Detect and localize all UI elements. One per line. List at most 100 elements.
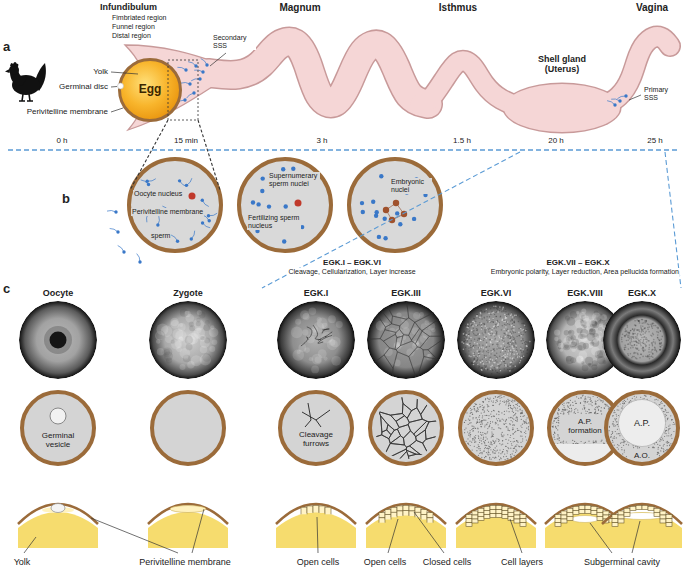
grain [489, 362, 491, 364]
grain [479, 334, 481, 336]
cell-dot [479, 453, 480, 454]
cell-dot [472, 418, 473, 419]
grain [640, 345, 642, 347]
grain [494, 367, 495, 368]
grain [487, 369, 488, 370]
grain [652, 353, 654, 355]
grain [521, 357, 523, 359]
grain [507, 321, 508, 322]
grain [495, 324, 496, 325]
grain [523, 340, 524, 341]
cell-dot [480, 424, 481, 425]
cell-dot [508, 408, 509, 409]
cell-dot [477, 419, 478, 420]
grain [474, 358, 475, 359]
cell-dot [521, 413, 522, 414]
sperm-head [201, 199, 204, 202]
grain [509, 338, 510, 339]
cell-dot [484, 433, 485, 434]
grain [630, 347, 632, 349]
sperm-nucleus [371, 200, 375, 204]
grain [493, 321, 494, 322]
cell-dot [508, 440, 509, 441]
cell-dot [489, 399, 490, 400]
cell-dot [482, 432, 483, 433]
cell-dot [490, 423, 491, 424]
cell-dot [519, 446, 520, 447]
grain [496, 333, 497, 334]
cell-dot [494, 416, 495, 417]
grain [654, 347, 656, 349]
grain [517, 356, 519, 358]
mottle [170, 320, 179, 329]
grain [473, 355, 475, 357]
cell-dot [517, 441, 518, 442]
cell-dot [480, 450, 481, 451]
grain [513, 326, 515, 328]
cell-dot [521, 446, 522, 447]
grain [467, 327, 469, 329]
grain [503, 329, 505, 331]
open-cell [313, 506, 319, 513]
cell-dot [481, 435, 482, 436]
grain [642, 346, 644, 348]
grain [481, 327, 482, 328]
grain [659, 346, 661, 348]
schematic-disc [370, 392, 442, 464]
cell-dot [515, 431, 516, 432]
grain [497, 363, 499, 365]
grain [492, 369, 493, 370]
cell-dot [485, 425, 486, 426]
cell-dot [505, 404, 506, 405]
grain [635, 325, 637, 327]
cell-dot [477, 407, 478, 408]
cell-dot [469, 423, 470, 424]
mottle [328, 315, 336, 323]
cell-dot [476, 411, 477, 412]
grain [505, 334, 506, 335]
grain [638, 321, 640, 323]
grain [513, 329, 515, 331]
grain [482, 352, 483, 353]
grain [511, 320, 512, 321]
sperm-cell [607, 101, 617, 107]
sperm-cell [191, 77, 202, 81]
cell-dot [485, 447, 486, 448]
blotch [583, 343, 589, 349]
grain [645, 331, 647, 333]
cell-dot [496, 400, 497, 401]
cell-dot [469, 420, 470, 421]
grain [482, 345, 483, 346]
cell-dot [512, 408, 513, 409]
grain [506, 321, 507, 322]
grain [489, 320, 490, 321]
grain [631, 357, 633, 359]
grain [652, 327, 654, 329]
cell-dot [491, 427, 492, 428]
grain [465, 340, 466, 341]
grain [502, 340, 503, 341]
grain [526, 346, 528, 348]
hen-beak [5, 69, 10, 73]
cell-dot [477, 421, 478, 422]
grain [631, 341, 633, 343]
cell-dot [500, 453, 501, 454]
cell-dot [484, 426, 485, 427]
closed-cell [567, 512, 573, 516]
cell-dot [472, 428, 473, 429]
grain [509, 339, 511, 341]
grain [510, 352, 512, 354]
micrograph-field [367, 301, 445, 379]
grain [510, 351, 511, 352]
mottle [317, 317, 322, 322]
cell-dot [524, 415, 525, 416]
grain [514, 322, 515, 323]
grain [512, 342, 513, 343]
grain [648, 326, 650, 328]
blotch [577, 345, 582, 350]
grain [654, 342, 656, 344]
grain [473, 321, 475, 323]
cell-dot [493, 415, 494, 416]
cell-dot [470, 422, 471, 423]
grain [491, 321, 492, 322]
